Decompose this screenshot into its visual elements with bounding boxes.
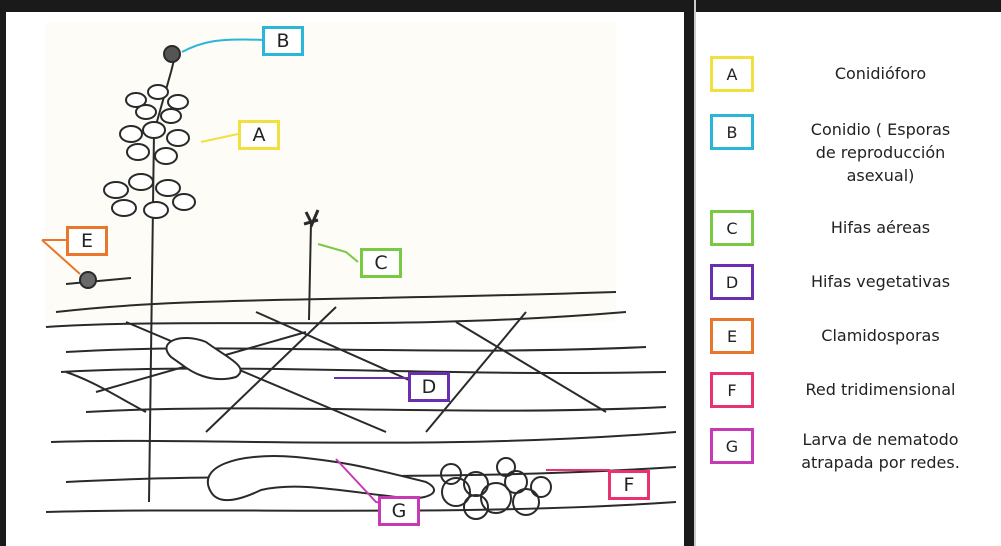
panel-divider — [684, 0, 694, 546]
illustration-panel: B A E C D F G — [6, 12, 684, 546]
diagram-label-c: C — [360, 248, 402, 278]
legend-text-g: Larva de nematodo atrapada por redes. — [768, 428, 993, 474]
diagram-label-f: F — [608, 470, 650, 500]
conidium-spore — [164, 46, 180, 62]
legend-key-e: E — [710, 318, 754, 354]
diagram-label-e: E — [66, 226, 108, 256]
legend-key-c: C — [710, 210, 754, 246]
top-border — [0, 0, 1001, 12]
paper-background — [46, 22, 616, 322]
diagram-label-d: D — [408, 372, 450, 402]
diagram-label-g: G — [378, 496, 420, 526]
legend-text-d: Hifas vegetativas — [768, 270, 993, 293]
diagram-label-a: A — [238, 120, 280, 150]
legend-text-b: Conidio ( Esporas de reproducción asexua… — [768, 118, 993, 187]
legend-key-d: D — [710, 264, 754, 300]
legend-key-a: A — [710, 56, 754, 92]
legend-key-b: B — [710, 114, 754, 150]
legend-text-c: Hifas aéreas — [768, 216, 993, 239]
legend-text-f: Red tridimensional — [768, 378, 993, 401]
legend-key-f: F — [710, 372, 754, 408]
legend-text-a: Conidióforo — [768, 62, 993, 85]
diagram-label-b: B — [262, 26, 304, 56]
fungus-drawing — [6, 12, 684, 546]
legend-text-e: Clamidosporas — [768, 324, 993, 347]
legend-key-g: G — [710, 428, 754, 464]
legend-panel: A Conidióforo B Conidio ( Esporas de rep… — [696, 12, 1001, 546]
